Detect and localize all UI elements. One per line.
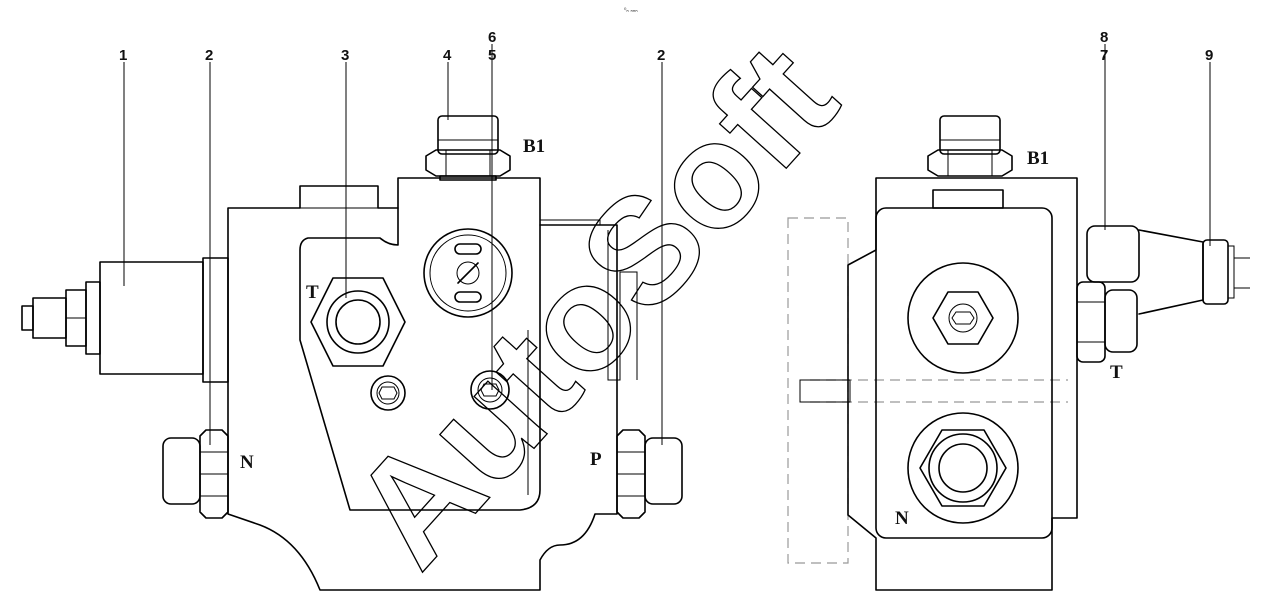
- round-valve-window-top: [454, 243, 482, 255]
- label-front-p: P: [590, 449, 602, 470]
- callout-5: 5: [488, 47, 496, 64]
- plug-right-outer: [470, 370, 510, 410]
- side-upper-port-hex: [932, 291, 994, 345]
- callout-1: 1: [119, 47, 127, 64]
- side-upper-port-socket: [951, 311, 975, 325]
- front-right-edge: [607, 230, 638, 381]
- side-t-hexnut: [1076, 281, 1106, 363]
- solenoid-cap: [85, 281, 101, 355]
- front-cover-plate: [299, 207, 541, 511]
- plug-right-inner: [477, 377, 503, 403]
- callout-8: 8: [1100, 29, 1108, 46]
- side-lower-port-hex: [919, 429, 1007, 507]
- side-lower-port-bore: [938, 443, 988, 493]
- side-upper-port-outer: [907, 262, 1019, 374]
- callout-numbers: 1 2 3 4 6 5 2 8 7 9: [119, 29, 1213, 64]
- callout-2-left: 2: [205, 47, 213, 64]
- side-lower-port-outer: [907, 412, 1019, 524]
- round-valve-inner: [429, 234, 507, 312]
- port-labels: B1 T N P B1 T N: [240, 136, 1123, 529]
- callout-2-right: 2: [657, 47, 665, 64]
- side-top-boss: [932, 189, 1004, 209]
- callout-6: 6: [488, 29, 496, 46]
- sensor-pin-block: [1227, 245, 1235, 299]
- callout-9: 9: [1205, 47, 1213, 64]
- round-valve-screw: [456, 261, 480, 285]
- label-front-t: T: [306, 282, 319, 303]
- callout-3: 3: [341, 47, 349, 64]
- label-side-t: T: [1110, 362, 1123, 383]
- t-port-ring: [326, 290, 390, 354]
- sensor-body: [1086, 225, 1140, 283]
- solenoid-tip: [21, 305, 34, 331]
- solenoid-coil: [99, 261, 204, 375]
- t-port-bore: [335, 299, 381, 345]
- side-t-fitting: [1104, 289, 1138, 353]
- callout-4: 4: [443, 47, 452, 64]
- p-port-fitting-cap: [644, 437, 683, 505]
- round-valve-slot: [457, 262, 479, 284]
- label-side-n: N: [895, 508, 909, 529]
- round-valve-window-bottom: [454, 291, 482, 303]
- leader-lines: [123, 44, 1211, 445]
- side-top-hexnut: [927, 149, 1013, 177]
- sensor-taper: [1138, 229, 1204, 315]
- front-valve-body: [227, 177, 618, 591]
- plug-left-outer: [370, 375, 406, 411]
- front-view: [21, 115, 683, 591]
- front-right-step: [539, 219, 601, 225]
- p-port-hexnut: [616, 429, 646, 519]
- label-side-b1: B1: [1027, 148, 1049, 169]
- label-front-n: N: [240, 452, 254, 473]
- top-fitting-base: [439, 175, 497, 181]
- side-view: [787, 115, 1250, 591]
- ghost-passage: [810, 379, 1068, 403]
- label-front-b1: B1: [523, 136, 545, 157]
- side-housing: [847, 177, 1078, 591]
- top-fitting-hexnut: [425, 149, 511, 177]
- watermark: AutoSoft: [319, 14, 867, 597]
- solenoid-stem: [32, 297, 67, 339]
- side-upper-port-bore: [948, 303, 978, 333]
- sensor-connector: [1202, 239, 1229, 305]
- n-port-hexnut: [199, 429, 229, 519]
- n-port-fitting-cap: [162, 437, 201, 505]
- round-valve-outer: [423, 228, 513, 318]
- t-port-hex: [310, 277, 406, 367]
- side-lower-port-ring: [928, 433, 998, 503]
- side-top-fitting-cap: [939, 115, 1001, 155]
- drawing-caption: ⁰ₙ ₙₙₙ: [624, 7, 638, 14]
- plug-right-hex: [480, 383, 500, 397]
- plug-left-hex: [378, 386, 398, 400]
- ghost-stub: [799, 379, 851, 403]
- solenoid-flange: [202, 257, 229, 383]
- top-fitting-cap: [437, 115, 499, 155]
- ghost-block: [787, 217, 849, 564]
- callout-7: 7: [1100, 47, 1108, 64]
- plug-left-inner: [376, 381, 400, 405]
